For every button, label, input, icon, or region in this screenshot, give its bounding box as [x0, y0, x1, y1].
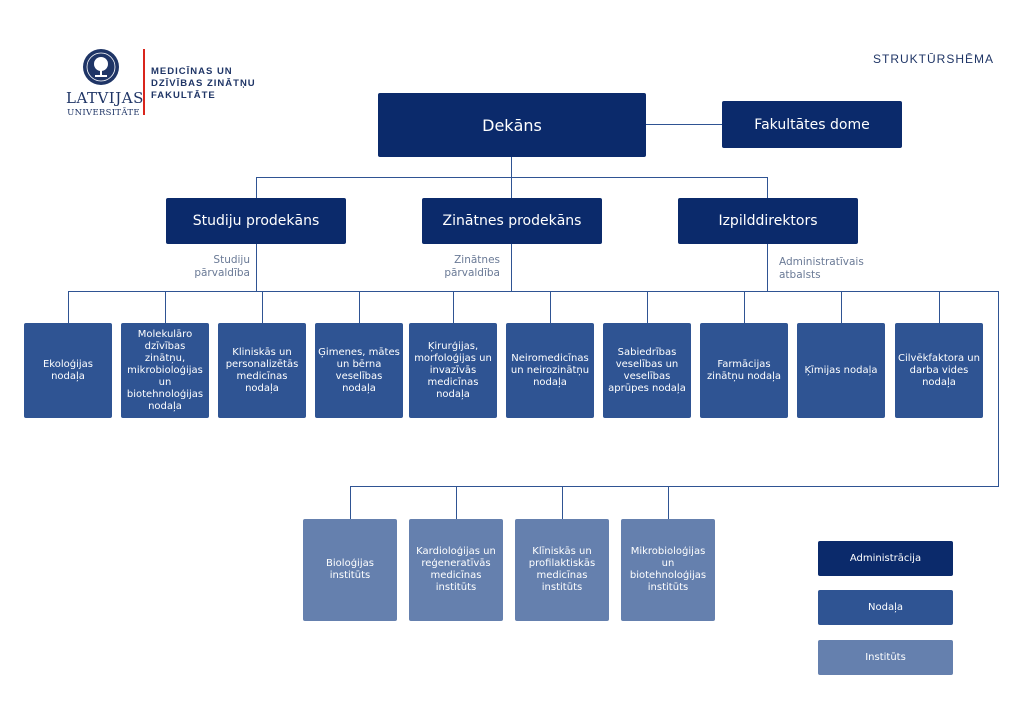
department-box: Cilvēkfaktora un darba vides nodaļa — [895, 323, 983, 418]
logo-divider — [143, 49, 145, 115]
faculty-name-line3: FAKULTĀTE — [151, 90, 216, 101]
study-management-label-line2: pārvaldība — [194, 267, 250, 279]
department-box: Sabiedrības veselības un veselības aprūp… — [603, 323, 691, 418]
university-name-line2: UNIVERSITĀTE — [67, 108, 140, 118]
faculty-name-line2: DZĪVĪBAS ZINĀTŅU — [151, 78, 256, 89]
connector-line — [668, 486, 669, 519]
connector-line — [550, 291, 551, 323]
connector-line — [744, 291, 745, 323]
faculty-name-line1: MEDICĪNAS UN — [151, 66, 233, 77]
executive-director-box: Izpilddirektors — [678, 198, 858, 244]
science-management-label-line2: pārvaldība — [444, 267, 500, 279]
institute-box: Klīniskās un profilaktiskās medicīnas in… — [515, 519, 609, 621]
institute-box: Mikrobioloģijas un biotehnoloģijas insti… — [621, 519, 715, 621]
university-name-line1: LATVIJAS — [66, 89, 144, 107]
study-management-label-line1: Studiju — [213, 254, 250, 266]
connector-line — [68, 291, 999, 292]
connector-line — [511, 177, 512, 198]
connector-line — [647, 291, 648, 323]
legend-administration: Administrācija — [818, 541, 953, 576]
connector-line — [359, 291, 360, 323]
department-box: Molekulāro dzīvības zinātņu, mikrobioloģ… — [121, 323, 209, 418]
connector-line — [645, 124, 723, 125]
faculty-council-box: Fakultātes dome — [722, 101, 902, 148]
connector-line — [256, 177, 257, 198]
connector-line — [350, 486, 351, 519]
department-box: Ķirurģijas, morfoloģijas un invazīvās me… — [409, 323, 497, 418]
dean-box: Dekāns — [378, 93, 646, 157]
science-management-label-line1: Zinātnes — [454, 254, 500, 266]
department-box: Neiromedicīnas un neirozinātņu nodaļa — [506, 323, 594, 418]
connector-line — [511, 157, 512, 177]
administrative-support-label-line1: Administratīvais — [779, 256, 864, 268]
connector-line — [767, 244, 768, 292]
legend-department: Nodaļa — [818, 590, 953, 625]
connector-line — [68, 291, 69, 323]
connector-line — [165, 291, 166, 323]
study-management-label: Studiju pārvaldība — [170, 254, 250, 280]
legend-institute: Institūts — [818, 640, 953, 675]
connector-line — [453, 291, 454, 323]
university-seal-icon — [83, 49, 119, 85]
connector-line — [256, 244, 257, 292]
study-vice-dean-box: Studiju prodekāns — [166, 198, 346, 244]
connector-line — [256, 177, 768, 178]
institute-box: Kardioloģijas un reģeneratīvās medicīnas… — [409, 519, 503, 621]
department-box: Kliniskās un personalizētās medicīnas no… — [218, 323, 306, 418]
department-box: Ekoloģijas nodaļa — [24, 323, 112, 418]
faculty-name: MEDICĪNAS UN DZĪVĪBAS ZINĀTŅU FAKULTĀTE — [151, 66, 256, 102]
connector-line — [562, 486, 563, 519]
connector-line — [841, 291, 842, 323]
university-logo: LATVIJAS UNIVERSITĀTE — [66, 48, 144, 120]
administrative-support-label-line2: atbalsts — [779, 269, 821, 281]
institute-box: Bioloģijas institūts — [303, 519, 397, 621]
department-box: Ķīmijas nodaļa — [797, 323, 885, 418]
connector-line — [767, 177, 768, 198]
administrative-support-label: Administratīvais atbalsts — [779, 256, 889, 282]
department-box: Ģimenes, mātes un bērna veselības nodaļa — [315, 323, 403, 418]
connector-line — [998, 291, 999, 487]
science-management-label: Zinātnes pārvaldība — [420, 254, 500, 280]
connector-line — [262, 291, 263, 323]
connector-line — [511, 244, 512, 292]
connector-line — [350, 486, 999, 487]
science-vice-dean-box: Zinātnes prodekāns — [422, 198, 602, 244]
connector-line — [939, 291, 940, 323]
department-box: Farmācijas zinātņu nodaļa — [700, 323, 788, 418]
connector-line — [456, 486, 457, 519]
page-title: STRUKTŪRSHĒMA — [873, 52, 995, 66]
